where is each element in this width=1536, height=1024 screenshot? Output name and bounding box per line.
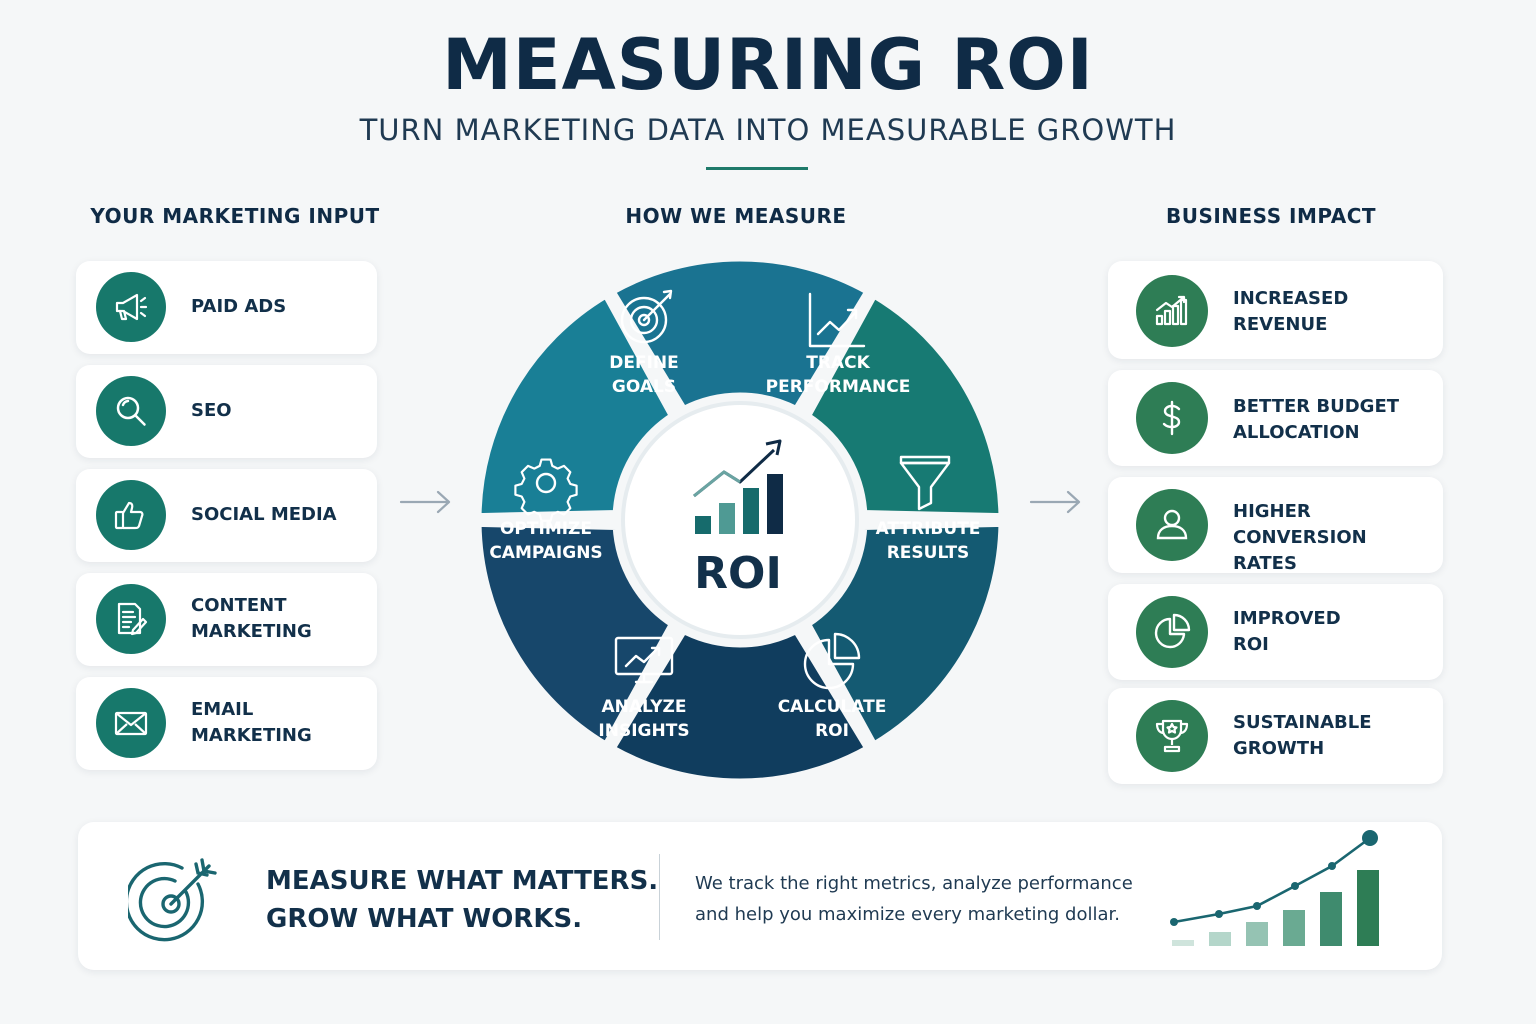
footer-tagline: MEASURE WHAT MATTERS. GROW WHAT WORKS. <box>266 866 659 934</box>
pie-chart-icon <box>803 632 861 690</box>
pie-icon <box>1136 596 1208 668</box>
impact-label: BETTER BUDGET ALLOCATION <box>1233 396 1400 443</box>
measure-column-heading: HOW WE MEASURE <box>625 204 847 228</box>
impact-card: INCREASED REVENUE <box>1108 261 1443 359</box>
target-arrow-icon <box>128 858 217 942</box>
growth-chart-icon <box>1170 830 1379 946</box>
impact-card: BETTER BUDGET ALLOCATION <box>1108 370 1443 466</box>
arrow-right-icon <box>1029 490 1081 514</box>
input-card: CONTENT MARKETING <box>76 573 377 666</box>
input-card: PAID ADS <box>76 261 377 354</box>
arrow-right-icon <box>399 490 451 514</box>
megaphone-icon <box>96 272 166 342</box>
impact-label: HIGHER CONVERSION RATES <box>1233 501 1367 574</box>
page-title: MEASURING ROI <box>442 24 1094 106</box>
document-pen-icon <box>96 584 166 654</box>
input-card: SOCIAL MEDIA <box>76 469 377 562</box>
input-card: EMAIL MARKETING <box>76 677 377 770</box>
footer-description: We track the right metrics, analyze perf… <box>695 873 1133 925</box>
page-subtitle: TURN MARKETING DATA INTO MEASURABLE GROW… <box>359 113 1177 147</box>
impact-card: IMPROVED ROI <box>1108 584 1443 680</box>
roi-center-label: ROI <box>694 548 782 599</box>
input-label: CONTENT MARKETING <box>191 595 312 642</box>
bar-growth-icon <box>1136 275 1208 347</box>
thumbs-up-icon <box>96 480 166 550</box>
wheel-segment <box>802 519 1006 751</box>
roi-center <box>621 401 859 639</box>
impact-label: IMPROVED ROI <box>1233 608 1341 655</box>
trophy-icon <box>1136 700 1208 772</box>
magnifier-icon <box>96 376 166 446</box>
input-label: EMAIL MARKETING <box>191 699 312 746</box>
input-label: SEO <box>191 400 232 421</box>
impact-card: HIGHER CONVERSION RATES <box>1108 477 1443 574</box>
wheel-segment <box>607 625 873 786</box>
line-chart-icon <box>808 292 866 348</box>
dollar-icon <box>1136 382 1208 454</box>
input-column-heading: YOUR MARKETING INPUT <box>90 204 380 228</box>
wheel-segment <box>802 289 1006 521</box>
wheel-segment <box>474 519 678 751</box>
impact-label: INCREASED REVENUE <box>1233 288 1349 335</box>
person-icon <box>1136 489 1208 561</box>
impact-label: SUSTAINABLE GROWTH <box>1233 712 1372 759</box>
monitor-chart-icon <box>614 636 674 684</box>
roi-growth-icon <box>693 439 783 534</box>
input-card: SEO <box>76 365 377 458</box>
footer-divider <box>659 854 660 940</box>
target-icon <box>620 289 673 344</box>
gear-icon <box>514 458 578 522</box>
title-divider <box>706 167 808 170</box>
funnel-icon <box>899 455 951 511</box>
envelope-icon <box>96 688 166 758</box>
impact-column-heading: BUSINESS IMPACT <box>1165 204 1377 228</box>
wheel-segment <box>474 289 678 521</box>
input-label: SOCIAL MEDIA <box>191 504 337 525</box>
input-label: PAID ADS <box>191 296 287 317</box>
impact-card: SUSTAINABLE GROWTH <box>1108 688 1443 784</box>
footer-banner: MEASURE WHAT MATTERS. GROW WHAT WORKS. W… <box>78 822 1442 970</box>
wheel-segment <box>607 254 873 415</box>
